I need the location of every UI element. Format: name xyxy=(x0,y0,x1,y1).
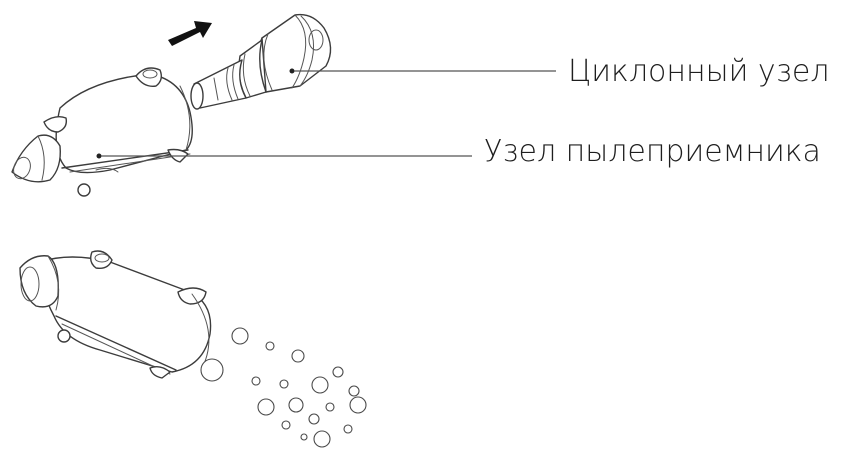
dust-collector-unit xyxy=(11,68,193,196)
dust-collector-unit-label: Узел пылеприемника xyxy=(484,135,821,169)
dust-collector-emptying xyxy=(20,251,211,378)
cyclone-unit xyxy=(191,15,331,109)
dust-particles-icon xyxy=(201,328,366,447)
cyclone-unit-label: Циклонный узел xyxy=(568,55,829,89)
direction-arrow-icon xyxy=(168,21,212,46)
